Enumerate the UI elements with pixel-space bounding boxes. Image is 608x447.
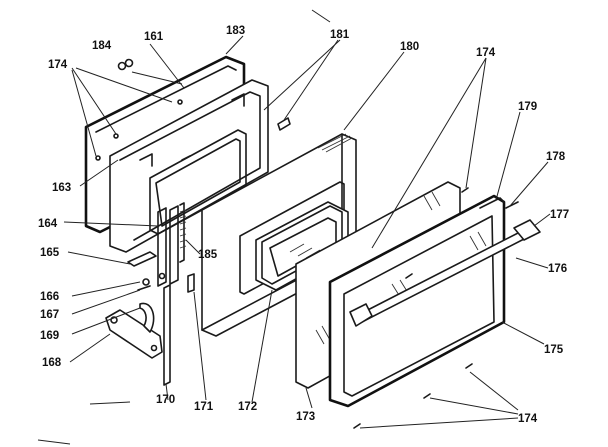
label-163: 163 [52,182,71,194]
label-169: 169 [40,330,59,342]
label-173: 173 [296,411,315,423]
screws-174 [95,99,473,429]
handle-end-cap-177 [513,219,541,241]
hinge-pin-166 [142,272,166,286]
part-labels: 184 161 183 174 181 180 174 179 178 177 … [38,25,569,425]
label-183: 183 [226,25,245,37]
label-170: 170 [156,394,175,406]
label-174-top-left: 174 [48,59,68,71]
label-184: 184 [92,40,112,52]
outer-door-frame-175 [328,194,506,408]
label-178: 178 [546,151,566,163]
label-174-top-right: 174 [476,47,496,59]
label-165: 165 [40,247,60,259]
hinge-arm-168 [105,309,163,359]
label-171: 171 [194,401,214,413]
label-172: 172 [238,401,257,413]
leader-lines [37,9,551,445]
label-179: 179 [518,101,537,113]
label-166: 166 [40,291,59,303]
label-161: 161 [144,31,164,43]
screw-171 [187,273,195,293]
hinge-spring-185 [179,202,187,263]
hinge-cam-169 [139,302,155,333]
hinge-bracket-165 [127,251,157,267]
label-185: 185 [198,249,218,261]
label-181: 181 [330,29,350,41]
label-174-bottom-right: 174 [518,413,538,425]
label-175: 175 [544,344,564,356]
label-180: 180 [400,41,419,53]
frame-top-179 [479,197,505,209]
handle-screw-178 [505,201,519,209]
hinge-slide-170 [163,284,171,386]
clip-184 [117,58,134,71]
label-167: 167 [40,309,59,321]
hinge-channel-164 [157,205,179,287]
screw-181 [181,117,291,161]
screw-167 [137,285,151,291]
label-164: 164 [38,218,58,230]
label-176: 176 [548,263,567,275]
label-177: 177 [550,209,569,221]
label-168: 168 [42,357,62,369]
